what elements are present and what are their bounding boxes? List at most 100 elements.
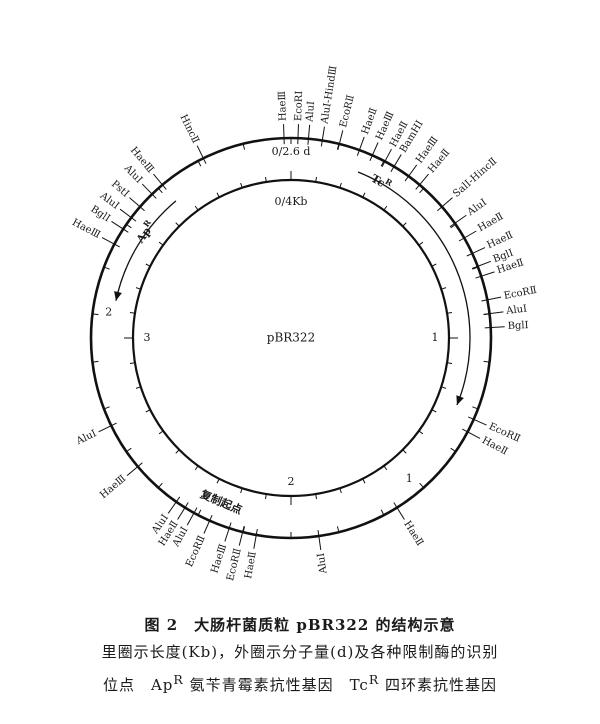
- inner-scale-tick: [418, 241, 424, 246]
- inner-scale-tick: [129, 312, 136, 314]
- site-label: SalⅠ-HincⅡ: [451, 156, 499, 200]
- plasmid-name: pBR322: [267, 331, 315, 345]
- gene-superscript: R: [384, 176, 395, 188]
- inner-scale-tick: [158, 430, 164, 435]
- outer-scale-tick: [197, 509, 202, 516]
- inner-scale-tick: [446, 312, 453, 314]
- site-tick: [283, 124, 285, 145]
- gene-name: Ap: [133, 225, 154, 247]
- outer-scale-tick: [336, 526, 340, 533]
- site-label: AluⅠ: [465, 197, 489, 219]
- gene-arrowhead-ap: [114, 291, 122, 301]
- inner-scale-tick: [446, 362, 453, 364]
- outer-scale-tick: [419, 482, 424, 489]
- inner-scale-tick: [402, 449, 407, 454]
- inner-scale-number: 1: [432, 331, 439, 344]
- inner-scale-tick: [402, 222, 407, 227]
- site-label: HaeⅢ: [98, 473, 129, 501]
- site-tick: [415, 173, 429, 190]
- inner-scale-tick: [216, 192, 220, 198]
- site-tick: [484, 326, 505, 329]
- site-tick: [483, 311, 504, 315]
- inner-scale-tick: [175, 222, 180, 227]
- inner-scale-tick: [194, 205, 199, 211]
- caption-tc-text: 氨苄青霉素抗性基因 Tc: [183, 676, 369, 694]
- site-tick: [466, 247, 486, 257]
- inner-scale-tick: [431, 409, 437, 413]
- inner-scale-tick: [175, 449, 180, 454]
- inner-scale-tick: [362, 478, 366, 484]
- site-tick: [369, 142, 379, 161]
- gene-label-ap: ApR: [131, 217, 158, 246]
- inner-scale-tick: [431, 263, 437, 267]
- inner-scale-tick: [418, 430, 424, 435]
- outer-scale-tick: [103, 266, 110, 270]
- site-tick: [203, 515, 213, 534]
- inner-scale-tick: [145, 263, 151, 267]
- site-tick: [153, 173, 167, 190]
- origin-of-replication-label: 复制起点: [198, 486, 245, 516]
- gene-label-tc: TcR: [369, 169, 395, 193]
- site-tick: [196, 145, 207, 164]
- site-label: HaeⅡ: [401, 519, 425, 548]
- inner-scale-tick: [158, 241, 164, 246]
- site-tick: [471, 260, 491, 269]
- inner-scale-tick: [135, 386, 141, 389]
- site-tick: [481, 296, 502, 302]
- site-tick: [462, 428, 481, 439]
- outer-scale-tick: [92, 313, 99, 316]
- outer-scale-tick: [380, 160, 385, 167]
- site-label: EcoRⅡ: [225, 547, 244, 582]
- inner-scale-tick: [194, 465, 199, 471]
- outer-scale-tick: [336, 143, 340, 150]
- site-label: AluⅠ-HindⅢ: [319, 65, 339, 126]
- inner-scale-tick: [240, 182, 243, 188]
- inner-scale-tick: [129, 362, 136, 364]
- outer-scale-tick: [472, 406, 479, 410]
- site-tick: [356, 136, 365, 156]
- inner-scale-tick: [265, 493, 267, 500]
- caption-tc-sup: R: [368, 672, 380, 687]
- site-tick: [449, 214, 467, 228]
- inner-scale-tick: [135, 287, 141, 290]
- inner-scale-tick: [362, 192, 366, 198]
- site-label: HaeⅡ: [243, 551, 259, 580]
- outer-scale-tick: [483, 360, 490, 363]
- site-tick: [101, 237, 120, 248]
- site-tick: [437, 197, 453, 212]
- site-tick: [381, 148, 392, 167]
- inner-scale-tick: [216, 478, 220, 484]
- inner-scale-tick: [315, 493, 317, 500]
- site-label: AluⅠ: [316, 552, 330, 575]
- site-tick: [475, 271, 495, 279]
- site-tick: [186, 507, 198, 526]
- gene-arrowhead-tc: [456, 395, 464, 406]
- figure-caption: 图 2 大肠杆菌质粒 pBR322 的结构示意 里圈示长度(Kb)，外圈示分子量…: [0, 612, 600, 699]
- site-label: AluⅠ: [505, 304, 528, 318]
- site-label: HaeⅢ: [277, 90, 289, 121]
- outer-scale-tick: [380, 509, 385, 516]
- outer-scale-tick: [197, 160, 202, 167]
- inner-scale-tick: [383, 205, 388, 211]
- outer-scale-number: 2: [105, 305, 112, 318]
- outer-scale-tick: [450, 447, 456, 453]
- inner-scale-number: 2: [288, 475, 295, 488]
- site-label: EcoRⅡ: [338, 94, 357, 129]
- site-tick: [98, 422, 117, 433]
- inner-scale-tick: [265, 176, 267, 183]
- outer-scale-tick: [126, 447, 132, 453]
- inner-scale-tick: [383, 465, 388, 471]
- site-tick: [404, 164, 418, 182]
- outer-scale-tick: [242, 526, 246, 533]
- site-tick: [468, 416, 487, 426]
- gene-arrow-ap: [115, 200, 177, 301]
- site-tick: [337, 130, 344, 150]
- site-tick: [317, 530, 322, 550]
- site-tick: [458, 230, 477, 242]
- outer-scale-tick: [472, 266, 479, 270]
- site-label: EcoRⅠ: [293, 91, 305, 122]
- site-tick: [307, 124, 311, 145]
